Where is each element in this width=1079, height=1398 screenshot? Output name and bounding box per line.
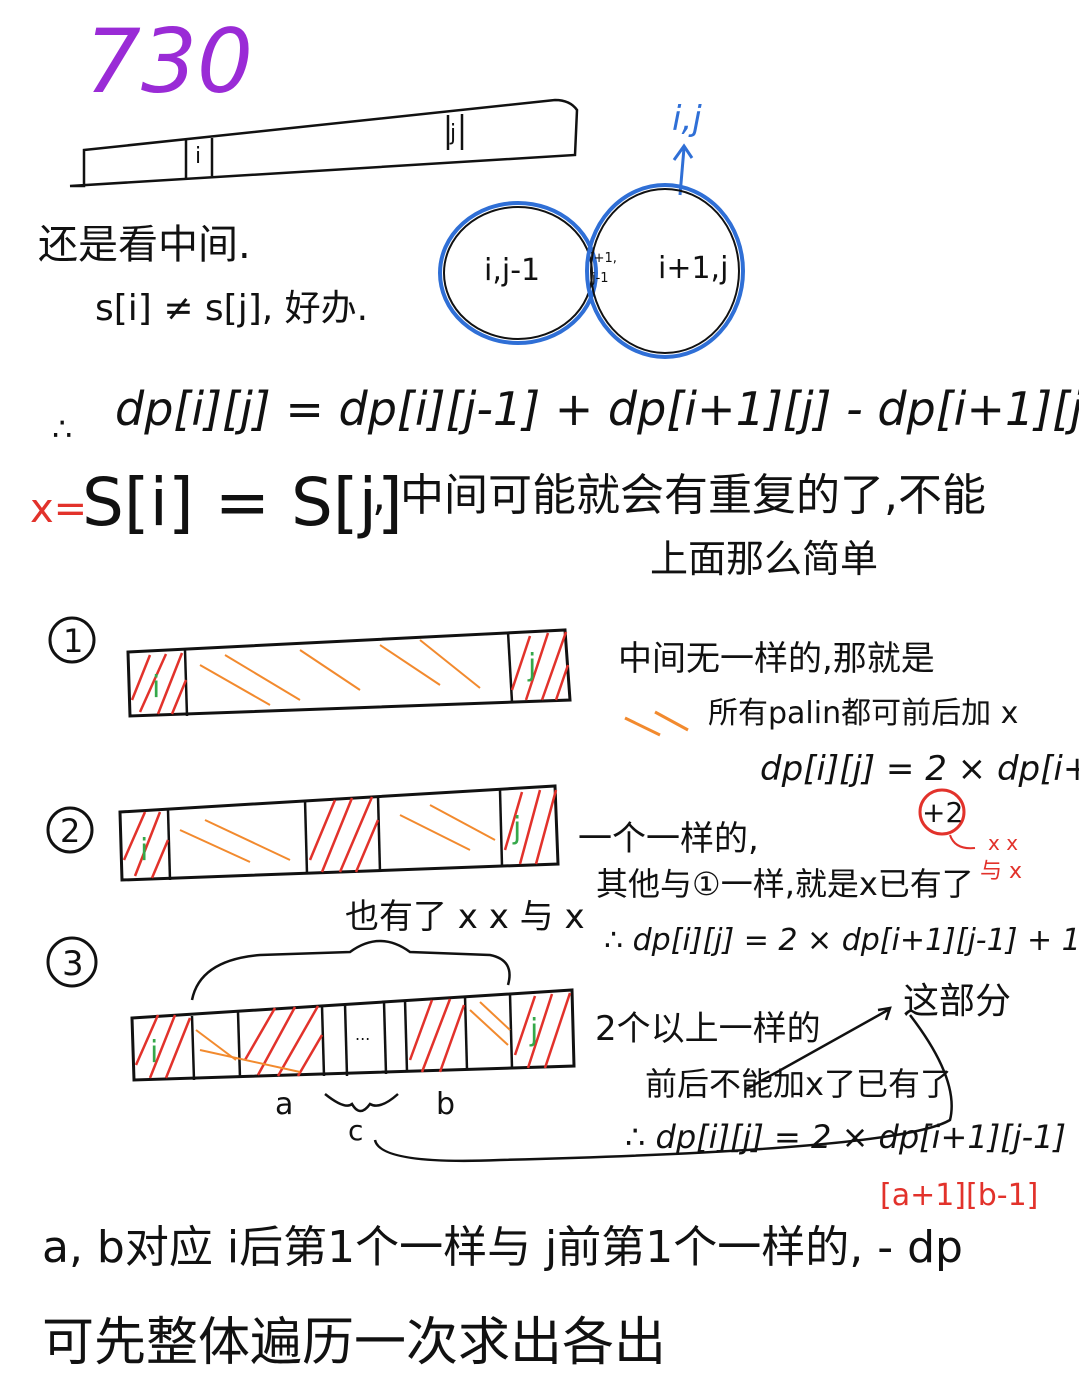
- x-label: x=: [30, 486, 87, 532]
- case-3-brace: [190, 939, 511, 1001]
- case-3-number: 3: [62, 944, 84, 984]
- bottom-line-2: 可先整体遍历一次求出各出: [42, 1313, 666, 1373]
- red-arrow-icon: [949, 834, 976, 850]
- bottom-line-1: a, b对应 i后第1个一样与 j前第1个一样的, - dp: [42, 1222, 963, 1273]
- case-1-bar: [126, 628, 572, 718]
- case-2-bar: [118, 784, 560, 882]
- venn-diagram: [438, 183, 745, 359]
- case-1-desc-2: 所有palin都可前后加 x: [708, 696, 1018, 731]
- case-2-formula: ∴ dp[i][j] = 2 × dp[i+1][j-1] + 1: [604, 923, 1079, 958]
- venn-result-label: i,j: [672, 99, 702, 139]
- venn-overlap-top: i+1,: [590, 251, 617, 266]
- top-bar-i-label: i: [195, 144, 201, 169]
- case-1-extra-note-1: x x: [988, 831, 1018, 855]
- case-1-number-circle: [48, 616, 96, 664]
- case-3-part-label: 这部分: [903, 981, 1011, 1022]
- case-2-brace-note: 也有了 x x 与 x: [345, 897, 585, 937]
- case-3-b-label: b: [436, 1087, 455, 1122]
- equal-case: S[i] = S[j]: [82, 464, 403, 541]
- venn-left-label: i,j-1: [484, 253, 540, 288]
- therefore-symbol: ∴: [52, 410, 72, 448]
- case-3-j-label: j: [529, 1013, 538, 1048]
- case-3-part-arrow: [373, 1014, 953, 1163]
- case-3-a-label: a: [275, 1087, 293, 1122]
- case-1-formula: dp[i][j] = 2 × dp[i+1][j-1]: [760, 749, 1079, 789]
- note-line-1: 还是看中间.: [38, 222, 251, 268]
- case-2-number-circle: [46, 806, 94, 854]
- orange-hatch-legend: [624, 710, 689, 737]
- case-1-extra-note-2: 与 x: [980, 859, 1022, 884]
- case-2-i-label: i: [140, 833, 148, 868]
- case-3-desc-2: 前后不能加x了已有了: [645, 1065, 952, 1103]
- case-2-j-label: j: [512, 811, 521, 846]
- venn-overlap-bottom: j-1: [591, 271, 609, 286]
- case-1-i-label: i: [152, 670, 160, 705]
- case-1-number: 1: [63, 622, 83, 660]
- top-array-bar: [69, 98, 579, 188]
- case-3-c-label: c: [348, 1114, 363, 1147]
- case-3-mid-label: ...: [355, 1025, 370, 1044]
- note-line-2: s[i] ≠ s[j], 好办.: [95, 288, 368, 329]
- case-3-i-label: i: [150, 1035, 158, 1070]
- venn-right-label: i+1,j: [658, 251, 728, 286]
- case-1-j-label: j: [527, 648, 536, 683]
- case-3-desc-1: 2个以上一样的: [595, 1009, 821, 1049]
- case-3-pointer-icon: [744, 1006, 892, 1092]
- case-3-bar: [130, 988, 576, 1082]
- case-3-formula: ∴ dp[i][j] = 2 × dp[i+1][j-1]: [625, 1118, 1066, 1156]
- case-3-c-brace: [324, 1093, 399, 1113]
- equal-note-2: 上面那么简单: [650, 537, 878, 581]
- top-bar-j-label: j: [449, 121, 456, 146]
- case-2-desc-1: 一个一样的,: [578, 819, 759, 859]
- page-number: 730: [85, 10, 253, 113]
- case-1-extra: +2: [922, 796, 963, 829]
- bottom-line-1-red: [a+1][b-1]: [880, 1178, 1038, 1213]
- case-2-number: 2: [60, 812, 80, 850]
- case-2-desc-2: 其他与①一样,就是x已有了: [596, 865, 974, 903]
- plus-two-circle: [918, 788, 966, 836]
- equal-note: , 中间可能就会有重复的了,不能: [372, 470, 986, 521]
- formula-1: dp[i][j] = dp[i][j-1] + dp[i+1][j] - dp[…: [115, 382, 1079, 436]
- case-3-number-circle: [46, 936, 98, 988]
- case-1-desc-1: 中间无一样的,那就是: [618, 639, 935, 679]
